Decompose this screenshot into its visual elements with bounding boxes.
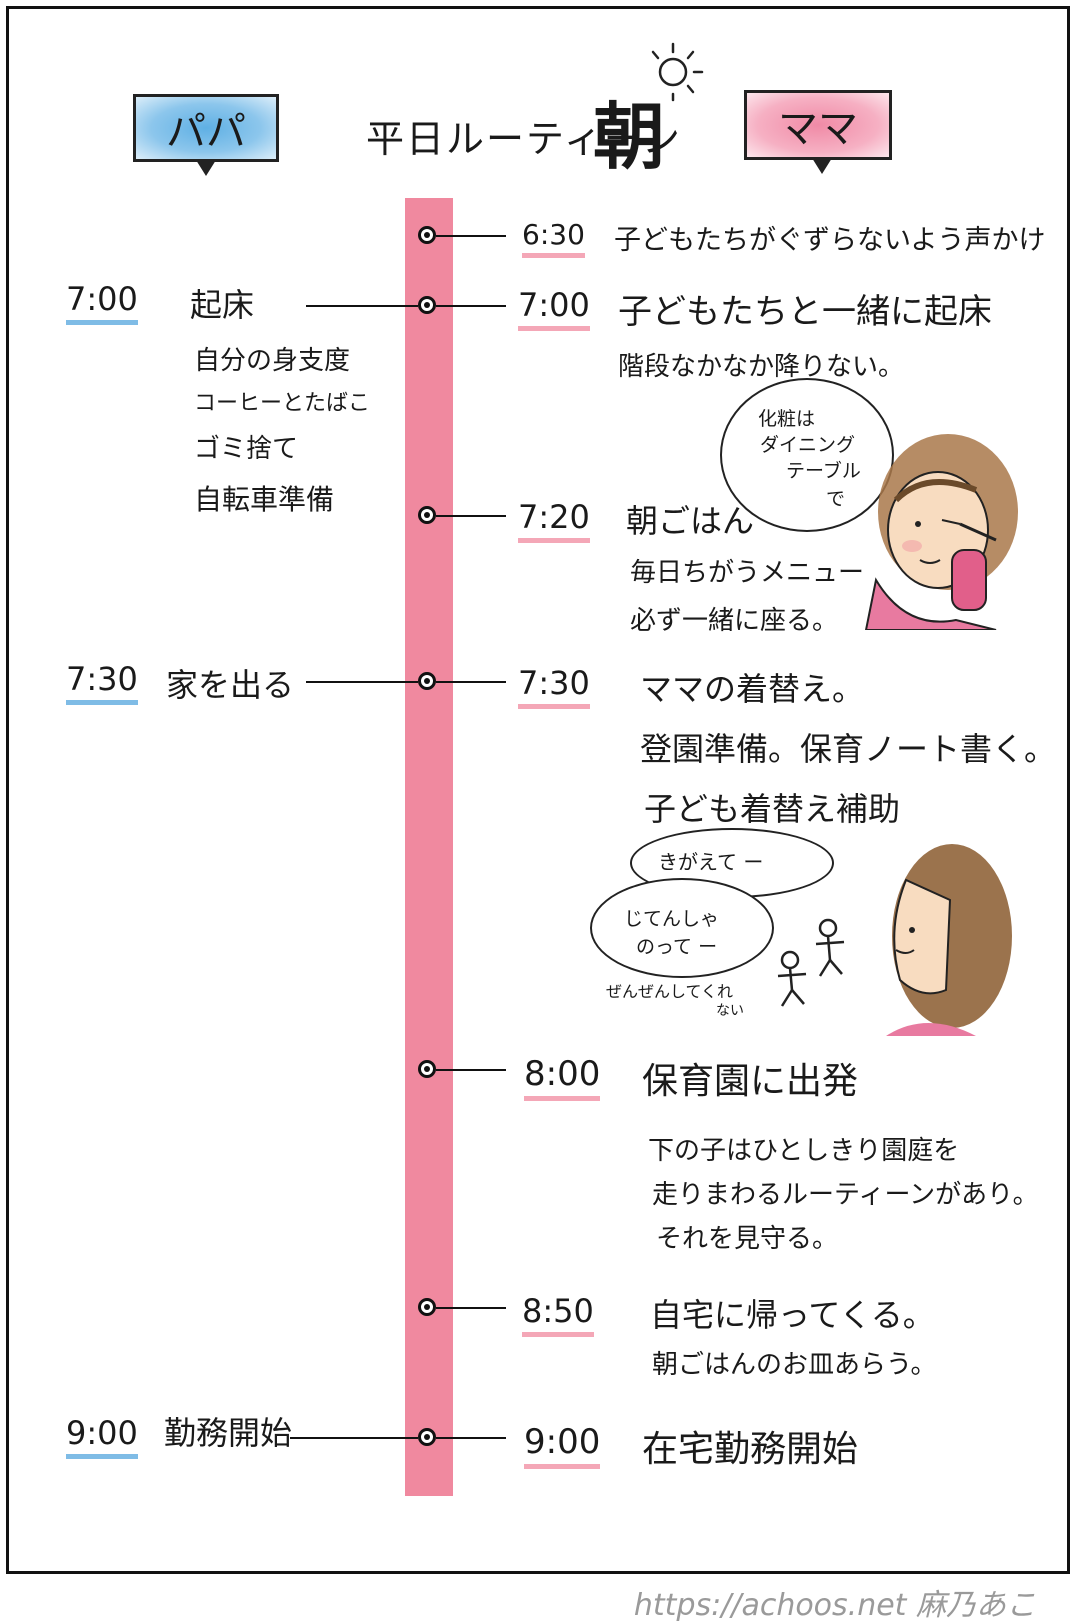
children-illustration xyxy=(777,918,845,1007)
connector-line xyxy=(436,305,506,307)
mama-time: 6:30 xyxy=(522,218,585,258)
connector-line xyxy=(436,1307,506,1309)
page-title: 平日ルーティーン xyxy=(366,117,682,161)
page-frame xyxy=(6,6,1070,1574)
papa-note: 自分の身支度 xyxy=(194,346,351,376)
papa-time: 7:00 xyxy=(66,280,138,325)
mama-note: それを見守る。 xyxy=(656,1224,839,1254)
connector-line xyxy=(436,515,506,517)
speech-text: で xyxy=(826,488,846,510)
mama-note: 子ども着替え補助 xyxy=(644,790,901,828)
timeline-node xyxy=(418,226,436,244)
timeline-node xyxy=(418,672,436,690)
mama-note: 毎日ちがうメニュー xyxy=(630,558,865,588)
mama-time: 8:50 xyxy=(522,1292,594,1337)
timeline-bar xyxy=(405,198,453,1496)
speech-text: ぜんぜんしてくれ xyxy=(606,982,734,1001)
papa-note: ゴミ捨て xyxy=(194,434,299,464)
speech-text: のって ー xyxy=(636,936,718,958)
sun-icon xyxy=(651,42,704,102)
mama-note: 走りまわるルーティーンがあり。 xyxy=(652,1180,1039,1210)
connector-line xyxy=(306,305,418,307)
papa-event: 勤務開始 xyxy=(164,1414,293,1452)
papa-time: 7:30 xyxy=(66,660,138,705)
mama-note: 下の子はひとしきり園庭を xyxy=(648,1136,960,1166)
papa-event: 起床 xyxy=(190,286,255,324)
speech-text: きがえて ー xyxy=(658,850,764,874)
papa-time: 9:00 xyxy=(66,1414,138,1459)
mama-time: 7:20 xyxy=(518,498,590,543)
papa-label: パパ xyxy=(166,109,246,155)
footer-author: 麻乃あこ xyxy=(916,1588,1036,1623)
speech-text: テーブル xyxy=(786,460,861,482)
connector-line xyxy=(306,681,418,683)
mama-event: 子どもたちがぐずらないよう声かけ xyxy=(614,225,1046,256)
mama-event: 子どもたちと一緒に起床 xyxy=(618,292,992,332)
mama-event: ママの着替え。 xyxy=(640,670,865,708)
mama-note: 必ず一緒に座る。 xyxy=(630,606,839,636)
mama-note: 朝ごはんのお皿あらう。 xyxy=(652,1350,937,1380)
mama-time: 9:00 xyxy=(524,1422,601,1469)
timeline-node xyxy=(418,1060,436,1078)
mama-label-bubble: ママ xyxy=(744,90,892,160)
mama-event: 朝ごはん xyxy=(626,502,755,540)
speech-bubble-makeup xyxy=(720,378,894,532)
footer-credit: https://achoos.net 麻乃あこ xyxy=(634,1580,1036,1624)
timeline-node xyxy=(418,1428,436,1446)
connector-line xyxy=(436,681,506,683)
page-title-emphasis: 朝 xyxy=(593,95,666,179)
papa-note: 自転車準備 xyxy=(194,483,335,516)
mama-time: 8:00 xyxy=(524,1054,601,1101)
connector-line xyxy=(436,1069,506,1071)
speech-bubble-bike xyxy=(590,878,774,978)
speech-text: ない xyxy=(716,1003,744,1019)
mama-note: 階段なかなか降りない。 xyxy=(618,352,905,382)
footer-url: https://achoos.net xyxy=(633,1588,907,1623)
timeline-node xyxy=(418,296,436,314)
connector-line xyxy=(290,1437,418,1439)
papa-note: コーヒーとたばこ xyxy=(194,391,371,416)
mama-time: 7:00 xyxy=(518,286,590,331)
papa-label-bubble: パパ xyxy=(133,94,279,162)
papa-event: 家を出る xyxy=(166,666,295,704)
mama-side-illustration xyxy=(886,844,1012,1036)
mama-time: 7:30 xyxy=(518,664,590,709)
timeline-node xyxy=(418,1298,436,1316)
mama-label: ママ xyxy=(778,106,858,152)
mama-note: 登園準備。保育ノート書く。 xyxy=(640,730,1057,768)
mama-bubble-tail xyxy=(812,158,832,174)
speech-text: じてんしゃ xyxy=(624,908,720,930)
mama-event: 在宅勤務開始 xyxy=(642,1429,859,1470)
mama-makeup-illustration xyxy=(864,434,1018,630)
mama-event: 保育園に出発 xyxy=(642,1061,859,1102)
papa-bubble-tail xyxy=(196,160,216,176)
speech-text: 化粧は xyxy=(758,408,816,430)
connector-line xyxy=(436,1437,506,1439)
connector-line xyxy=(436,235,506,237)
mama-event: 自宅に帰ってくる。 xyxy=(650,1296,935,1334)
speech-text: ダイニング xyxy=(760,434,856,456)
timeline-node xyxy=(418,506,436,524)
